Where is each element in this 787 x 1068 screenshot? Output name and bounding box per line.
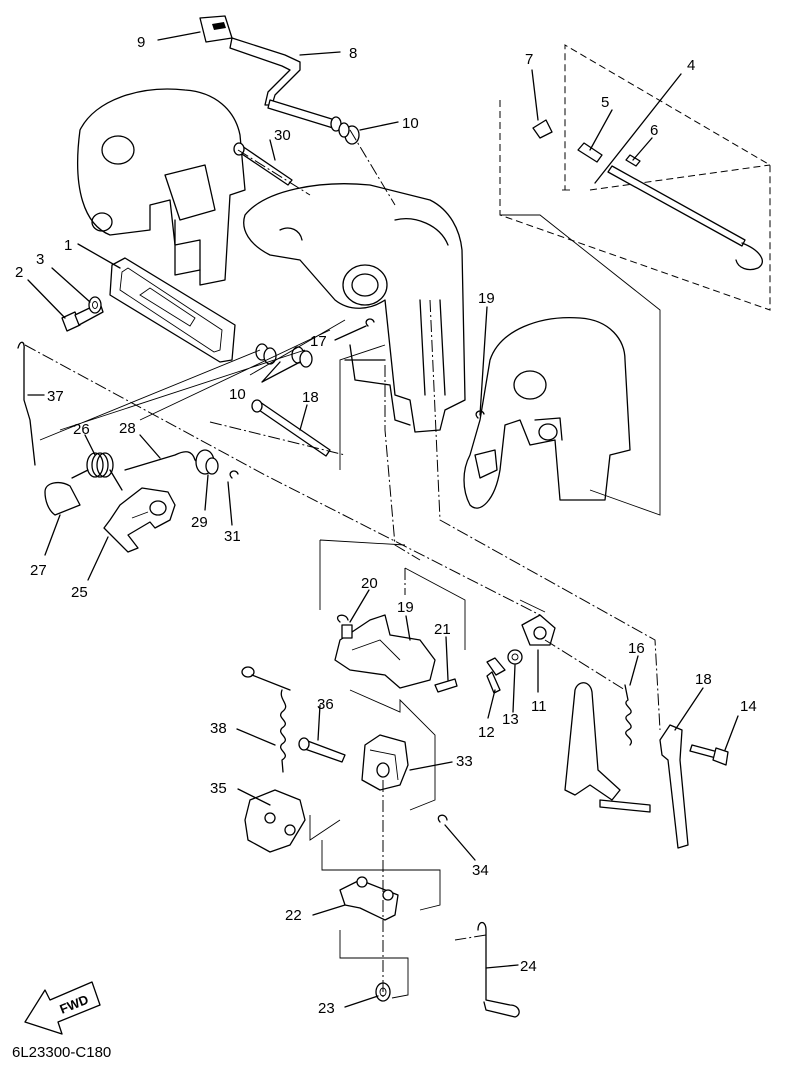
callout-7: 7 xyxy=(525,51,533,68)
callout-23: 22 xyxy=(285,907,302,924)
part-18-bolt xyxy=(251,399,331,457)
part-33-wire xyxy=(17,341,36,466)
callout-3: 3 xyxy=(36,251,44,268)
callout-17: 18 xyxy=(695,671,712,688)
callout-12: 12 xyxy=(478,724,495,741)
assembly-guide-lines xyxy=(24,129,661,1000)
callout-2: 2 xyxy=(15,264,23,281)
callout-38: 38 xyxy=(210,720,227,737)
part-20-bracket xyxy=(334,614,436,689)
callout-6: 6 xyxy=(650,122,658,139)
part-25-wire xyxy=(477,921,520,1018)
callout-34: 33 xyxy=(456,753,473,770)
callout-24: 23 xyxy=(318,1000,335,1017)
part-26-lever xyxy=(103,487,176,553)
clamp-bracket-right-drawing xyxy=(463,316,631,509)
callout-numbers: 9 8 10 30 1 3 2 7 4 5 6 17 19 10 18 37 2… xyxy=(15,34,757,1017)
part-10-bushing-top xyxy=(338,122,360,145)
part-21-clip xyxy=(336,614,353,639)
callout-37: 36 xyxy=(317,696,334,713)
callout-16: 16 xyxy=(628,640,645,657)
part-15-clip xyxy=(365,318,375,327)
callout-8: 8 xyxy=(349,45,357,62)
part-4-group-frame xyxy=(499,44,771,311)
callout-19: 19 xyxy=(478,290,495,307)
callout-29: 28 xyxy=(119,420,136,437)
callout-10-lower: 10 xyxy=(229,386,246,403)
drawing-code: 6L23300-C180 xyxy=(12,1044,111,1061)
callout-15: 17 xyxy=(310,333,327,350)
part-14-bolt xyxy=(689,744,729,766)
callout-21: 20 xyxy=(361,575,378,592)
callout-13: 13 xyxy=(502,711,519,728)
part-11-cam xyxy=(521,614,556,646)
callout-25: 24 xyxy=(520,958,537,975)
callout-11: 11 xyxy=(531,698,547,715)
part-35-clip xyxy=(437,814,448,823)
part-32-clip xyxy=(229,470,239,479)
callout-27: 26 xyxy=(73,421,90,438)
part-1-plate xyxy=(109,257,236,363)
callout-32: 31 xyxy=(224,528,241,545)
part-12-bolt xyxy=(486,657,506,694)
callout-20: 19 xyxy=(397,599,414,616)
callout-36: 35 xyxy=(210,780,227,797)
callout-26: 25 xyxy=(71,584,88,601)
part-38-spring xyxy=(241,666,291,773)
callout-5: 5 xyxy=(601,94,609,111)
part-9-grip xyxy=(199,15,233,43)
callout-28: 27 xyxy=(30,562,47,579)
part-4-rod xyxy=(607,165,763,271)
part-34-bracket xyxy=(361,734,409,791)
part-23-bracket xyxy=(339,876,399,921)
callout-10-top: 10 xyxy=(402,115,419,132)
clamp-bracket-left-drawing xyxy=(77,88,246,286)
part-30-roller xyxy=(195,449,219,475)
callout-30: 29 xyxy=(191,514,208,531)
part-19-clip xyxy=(475,410,485,419)
part-37-pin xyxy=(298,737,346,763)
callout-9: 9 xyxy=(137,34,145,51)
part-17-lever xyxy=(564,682,689,849)
part-5-cap xyxy=(577,142,603,163)
part-8-lever xyxy=(229,37,342,132)
callout-leaders xyxy=(27,31,739,1008)
part-29-spring xyxy=(124,451,201,471)
part-7-cap xyxy=(532,119,553,139)
callout-22: 21 xyxy=(434,621,451,638)
callout-31: 30 xyxy=(274,127,291,144)
part-28-cap xyxy=(44,481,81,516)
forward-direction-arrow: FWD xyxy=(24,981,101,1035)
part-22-pin xyxy=(434,678,458,693)
callout-4: 4 xyxy=(687,57,695,74)
callout-14: 14 xyxy=(740,698,757,715)
part-36-lever xyxy=(244,789,306,853)
part-3-washer xyxy=(88,296,102,314)
callout-33: 37 xyxy=(47,388,64,405)
callout-35: 34 xyxy=(472,862,489,879)
callout-18: 18 xyxy=(302,389,319,406)
part-13-washer xyxy=(507,649,523,665)
part-16-spring xyxy=(624,684,632,746)
swivel-bracket-drawing xyxy=(243,183,466,433)
callout-1: 1 xyxy=(64,237,72,254)
part-27-spring xyxy=(71,452,123,491)
